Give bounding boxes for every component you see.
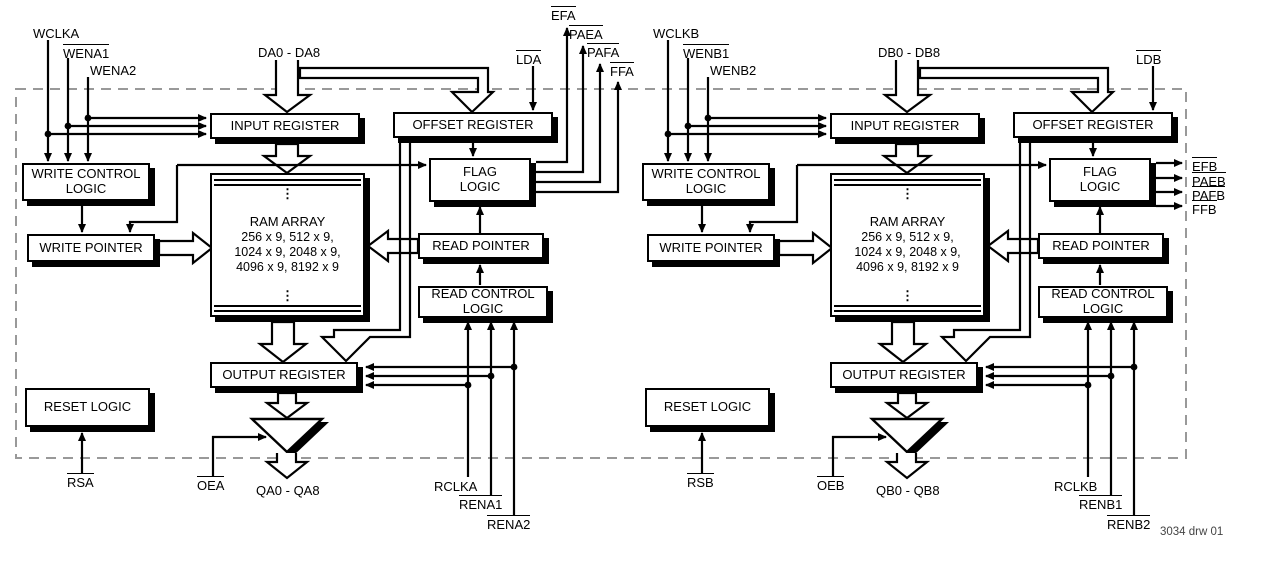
signal-label-efa: EFA [551, 6, 576, 23]
reset-logic-b: RESET LOGIC [645, 388, 770, 427]
signal-label-paeb: PAEB [1192, 172, 1226, 189]
signal-label-rclka: RCLKA [434, 479, 478, 494]
signal-label-rena1: RENA1 [459, 495, 503, 512]
signal-label-paea: PAEA [569, 25, 603, 42]
signal-label-pafb: PAFB [1192, 186, 1225, 203]
signal-label-efb: EFB [1192, 157, 1218, 174]
offset-register-a-label: OFFSET REGISTER [412, 116, 534, 132]
output-register-b: OUTPUT REGISTER [830, 362, 978, 388]
signal-label-rclkb: RCLKB [1054, 479, 1098, 494]
signal-label-rena2: RENA2 [487, 515, 531, 532]
signal-label-qa-bus: QA0 - QA8 [256, 483, 320, 498]
ram-bottom-rule [214, 304, 361, 307]
signal-label-qb-bus: QB0 - QB8 [876, 483, 940, 498]
reset-logic-a: RESET LOGIC [25, 388, 150, 427]
signal-label-ffb: FFB [1192, 200, 1217, 217]
signal-label-da-bus: DA0 - DA8 [258, 45, 321, 60]
signal-label-rsb: RSB [687, 473, 714, 490]
write-pointer-b: WRITE POINTER [647, 234, 775, 262]
signal-label-wclka: WCLKA [33, 26, 80, 41]
ram-top-rule [834, 183, 981, 186]
ram-bottom-rule [834, 309, 981, 312]
signal-label-renb2: RENB2 [1107, 515, 1151, 532]
ram-top-rule [834, 178, 981, 181]
signal-label-ffa: FFA [610, 62, 634, 79]
signal-label-db-bus: DB0 - DB8 [878, 45, 941, 60]
signal-label-ldb: LDB [1136, 50, 1162, 67]
read-pointer-b: READ POINTER [1038, 233, 1164, 259]
ram-array-a-title: RAM ARRAY [249, 213, 326, 229]
drawing-number: 3034 drw 01 [1160, 526, 1224, 538]
ram-top-rule [214, 183, 361, 186]
ram-bottom-rule [214, 309, 361, 312]
signal-label-oea: OEA [197, 476, 225, 493]
ram-top-rule [214, 178, 361, 181]
signal-label-renb1: RENB1 [1079, 495, 1123, 512]
signal-label-pafa: PAFA [587, 43, 620, 60]
signal-label-wena1: WENA1 [63, 44, 110, 61]
ellipsis-icon: ⋮ [281, 288, 294, 304]
input-register-a-label: INPUT REGISTER [230, 117, 340, 133]
channel-b-flag-wires [1156, 159, 1183, 210]
input-register-b: INPUT REGISTER [830, 113, 980, 139]
signal-label-wenb1: WENB1 [683, 44, 730, 61]
input-register-a: INPUT REGISTER [210, 113, 360, 139]
ram-array-b-title: RAM ARRAY [869, 213, 946, 229]
ellipsis-icon: ⋮ [901, 186, 914, 201]
signal-label-rsa: RSA [67, 473, 94, 490]
ram-array-a: ⋮ RAM ARRAY 256 x 9, 512 x 9, 1024 x 9, … [210, 173, 365, 317]
signal-label-wena2: WENA2 [90, 63, 137, 78]
ram-array-b: ⋮ RAM ARRAY 256 x 9, 512 x 9, 1024 x 9, … [830, 173, 985, 317]
offset-register-b: OFFSET REGISTER [1013, 112, 1173, 138]
ellipsis-icon: ⋮ [901, 288, 914, 304]
signal-label-wenb2: WENB2 [710, 63, 757, 78]
signal-label-wclkb: WCLKB [653, 26, 700, 41]
output-register-a: OUTPUT REGISTER [210, 362, 358, 388]
channel-a-flag-wires [536, 27, 622, 194]
signal-label-lda: LDA [516, 50, 542, 67]
write-pointer-a: WRITE POINTER [27, 234, 155, 262]
offset-register-a: OFFSET REGISTER [393, 112, 553, 138]
ram-bottom-rule [834, 304, 981, 307]
ellipsis-icon: ⋮ [281, 186, 294, 201]
signal-label-oeb: OEB [817, 476, 845, 493]
read-pointer-a: READ POINTER [418, 233, 544, 259]
